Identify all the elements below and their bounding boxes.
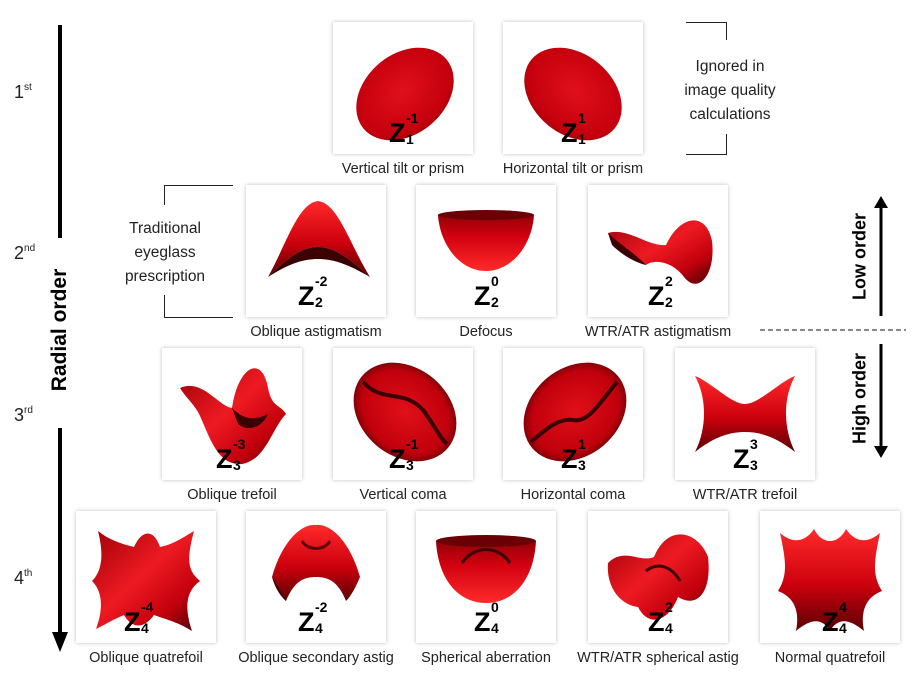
high-order-label: High order (849, 353, 870, 445)
zernike-caption: Oblique quatrefoil (89, 650, 203, 666)
zernike-caption: Normal quatrefoil (774, 650, 886, 666)
zernike-caption: Spherical aberration (421, 650, 551, 666)
tilted-ellipse-icon (356, 47, 454, 141)
secondary-astig-surface-alt-icon (607, 534, 709, 620)
low-order-label: Low order (849, 213, 870, 301)
coma-surface-icon (353, 362, 457, 462)
trefoil-surface-icon (180, 368, 286, 465)
axis-title: Radial order (48, 268, 71, 392)
tilted-ellipse-mirrored-icon (524, 47, 622, 141)
zernike-caption: Vertical tilt or prism (341, 161, 465, 177)
order-label-4th: 4th (14, 568, 33, 588)
zernike-caption: Oblique secondary astig (238, 650, 394, 666)
order-label-1st: 1st (14, 82, 32, 102)
zernike-caption: Horizontal tilt or prism (502, 161, 644, 177)
zernike-caption: WTR/ATR astigmatism (584, 324, 732, 340)
bowl-icon (438, 210, 534, 271)
zernike-caption: Horizontal coma (520, 487, 626, 503)
coma-surface-mirrored-icon (523, 362, 627, 462)
order-label-3rd: 3rd (14, 405, 33, 425)
quatrefoil-surface-alt-icon (778, 529, 882, 631)
saddle-arch-icon (268, 201, 370, 277)
zernike-caption: Oblique astigmatism (250, 324, 382, 340)
secondary-astig-surface-icon (272, 524, 360, 601)
zernike-caption: WTR/ATR spherical astig (577, 650, 739, 666)
zernike-caption: Oblique trefoil (187, 487, 277, 503)
spherical-surface-icon (436, 535, 536, 603)
trefoil-surface-alt-icon (695, 376, 795, 452)
order-label-2nd: 2nd (14, 243, 36, 263)
zernike-caption: WTR/ATR trefoil (692, 487, 798, 503)
twisted-saddle-icon (608, 220, 713, 284)
order-divider (760, 329, 906, 331)
axis-title-gap (36, 238, 84, 428)
order-arrows (874, 196, 888, 458)
quatrefoil-surface-icon (92, 531, 200, 631)
zernike-caption: Defocus (459, 324, 513, 340)
zernike-caption: Vertical coma (359, 487, 447, 503)
